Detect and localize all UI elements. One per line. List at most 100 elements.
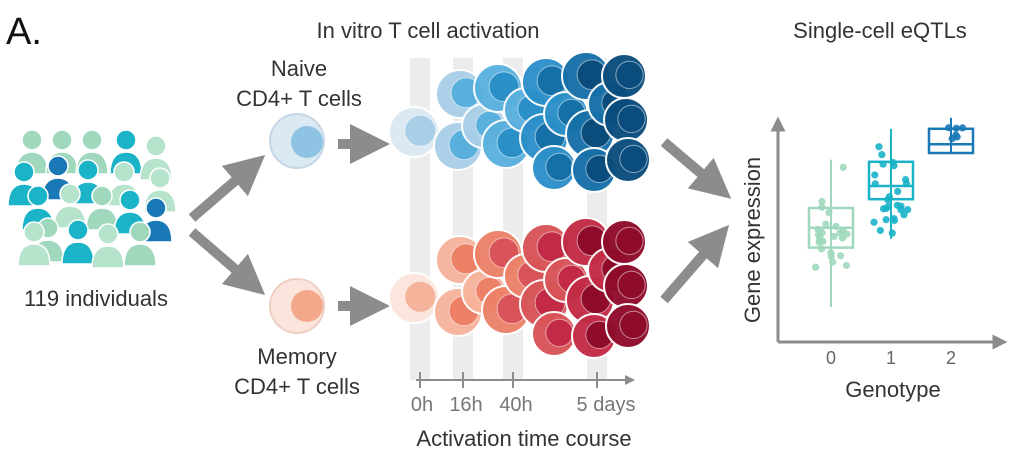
- point-1: [894, 187, 902, 196]
- memory-cell-nucleus: [615, 226, 644, 256]
- box-genotype-1: [867, 128, 915, 239]
- naive-cell-nucleus: [615, 60, 644, 90]
- point-0: [818, 203, 826, 211]
- box-genotype-2: [927, 117, 975, 155]
- point-1: [902, 175, 910, 184]
- person-head: [47, 155, 69, 177]
- memory-label-line2: CD4+ T cells: [234, 374, 360, 399]
- person-head: [21, 129, 43, 151]
- naive-cell-nucleus: [617, 104, 646, 134]
- naive-cell: [531, 145, 577, 191]
- person-head: [81, 129, 103, 151]
- point-1: [890, 216, 899, 225]
- naive-cell: [603, 97, 649, 143]
- arrow-memory-to-eqtl: [660, 224, 730, 304]
- x-tick-2: 2: [946, 348, 956, 368]
- point-2: [958, 124, 967, 132]
- point-0: [812, 263, 820, 271]
- person-head: [113, 161, 135, 183]
- naive-cell: [388, 106, 440, 158]
- naive-label-line2: CD4+ T cells: [236, 86, 362, 111]
- point-1: [879, 160, 887, 168]
- x-tick-0: 0: [826, 348, 836, 368]
- point-0: [822, 220, 830, 228]
- point-1: [876, 226, 884, 235]
- naive-activation-cells: [388, 51, 651, 193]
- person-head: [91, 185, 113, 207]
- point-1: [888, 229, 896, 237]
- point-1: [875, 143, 883, 151]
- point-2: [953, 133, 961, 141]
- tick-label-16h: 16h: [449, 394, 482, 416]
- person-body: [91, 245, 125, 269]
- memory-cell-nucleus: [617, 270, 646, 300]
- eqtl-plot: Gene expression Genotype 0 1 2: [740, 116, 1008, 402]
- point-1: [870, 218, 878, 226]
- point-2: [945, 124, 953, 132]
- naive-cell: [605, 137, 651, 183]
- naive-cell-icon: [269, 113, 325, 169]
- point-0: [814, 231, 823, 239]
- point-0: [836, 252, 845, 260]
- activation-title: In vitro T cell activation: [317, 18, 540, 43]
- point-0: [839, 226, 847, 235]
- memory-label-line1: Memory: [257, 344, 336, 369]
- person-icon: [91, 223, 125, 269]
- naive-cell-nucleus: [404, 114, 437, 147]
- point-2: [952, 124, 960, 132]
- y-axis-label: Gene expression: [740, 157, 765, 323]
- tick-label-40h: 40h: [499, 394, 532, 416]
- arrow-to-memory: [188, 228, 266, 296]
- memory-cell-nucleus: [545, 318, 574, 348]
- memory-cell: [388, 272, 440, 324]
- memory-cell-nucleus: [404, 280, 437, 313]
- arrow-to-naive: [188, 154, 266, 222]
- memory-cell-icon: [269, 278, 325, 334]
- point-1: [904, 206, 912, 214]
- panel-label: A.: [6, 11, 42, 53]
- point-0: [818, 197, 826, 206]
- point-0: [818, 245, 826, 253]
- memory-cell: [531, 311, 577, 357]
- person-body: [61, 241, 95, 265]
- tick-label-0h: 0h: [411, 394, 433, 416]
- naive-cell-nucleus: [545, 152, 574, 182]
- point-0: [839, 163, 847, 171]
- arrow-naive-to-eqtl: [660, 138, 732, 199]
- point-1: [900, 211, 908, 219]
- person-head: [145, 197, 167, 219]
- memory-cell: [605, 303, 651, 349]
- memory-cell: [601, 219, 647, 265]
- person-head: [119, 189, 141, 211]
- point-0: [832, 222, 840, 231]
- person-body: [17, 243, 51, 267]
- population-label: 119 individuals: [24, 286, 168, 311]
- point-0: [838, 234, 847, 242]
- naive-cell-nucleus: [619, 144, 648, 174]
- population-icon-group: [7, 129, 177, 269]
- timeline-ticks: [419, 372, 598, 388]
- person-head: [115, 129, 137, 151]
- person-head: [97, 223, 119, 245]
- box-genotype-0: [807, 159, 855, 307]
- eqtl-title: Single-cell eQTLs: [793, 18, 967, 43]
- person-head: [129, 221, 151, 243]
- person-head: [51, 129, 73, 151]
- point-1: [871, 180, 879, 188]
- point-1: [871, 171, 879, 179]
- point-1: [890, 162, 898, 170]
- point-0: [819, 237, 827, 246]
- person-body: [123, 243, 157, 267]
- point-1: [882, 216, 890, 224]
- person-head: [23, 221, 45, 243]
- naive-label-line1: Naive: [271, 56, 327, 81]
- person-head: [145, 135, 167, 157]
- person-head: [149, 167, 171, 189]
- boxplot-marks: [807, 117, 975, 307]
- point-0: [829, 258, 837, 266]
- memory-cell-nucleus: [619, 310, 648, 340]
- memory-cell: [603, 263, 649, 309]
- point-0: [827, 249, 835, 257]
- person-icon: [17, 221, 51, 267]
